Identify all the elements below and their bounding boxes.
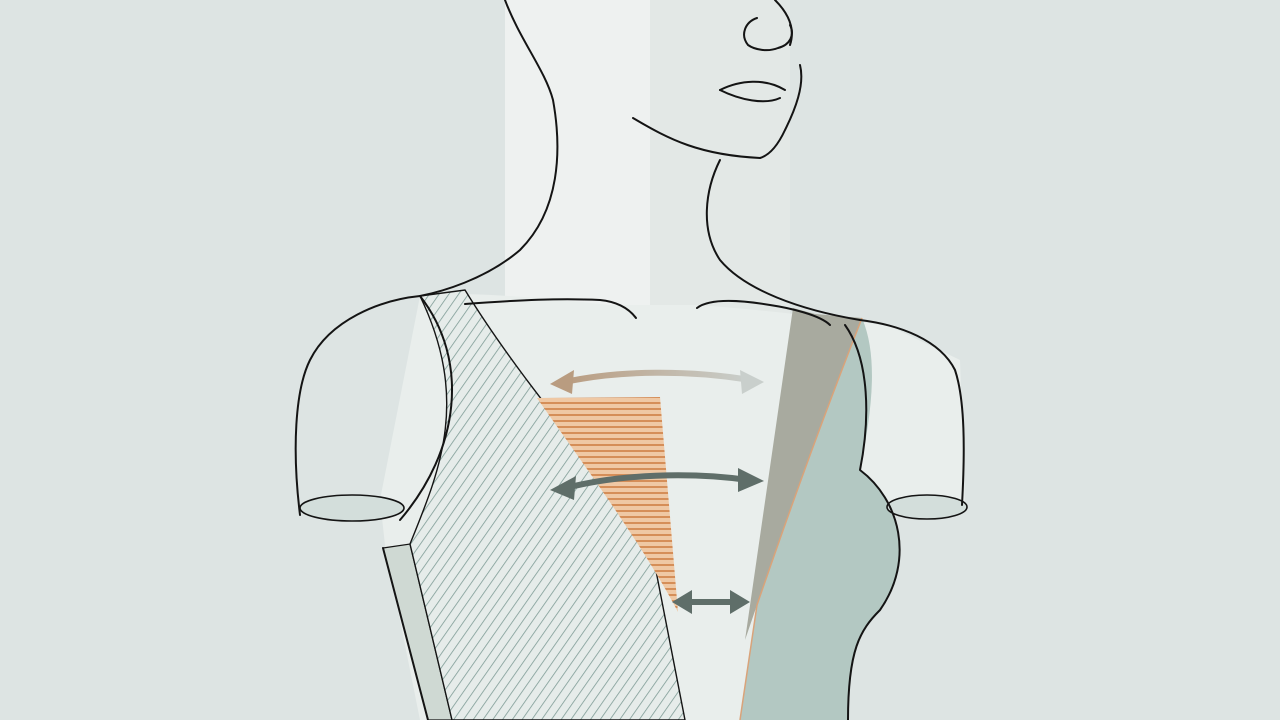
panel-edge <box>739 317 863 720</box>
middle-arrow <box>550 468 764 500</box>
middle-arrow-head-right <box>738 468 764 492</box>
right-arm-inner-line <box>844 324 901 720</box>
left-arm-inner-line <box>399 295 453 521</box>
lower-arrow-head-left <box>672 590 692 614</box>
taupe-panel <box>745 308 862 640</box>
left-collarbone-line <box>464 298 637 319</box>
upper-arrow-head-right <box>740 370 764 394</box>
nose-line <box>743 17 793 52</box>
mouth-lower-line <box>719 89 781 103</box>
upper-arrow-head-left <box>550 370 574 394</box>
upper-arrow-shaft <box>562 369 753 385</box>
right-sleeve-opening <box>886 494 968 520</box>
mouth-upper-line <box>719 80 786 91</box>
head-back-line <box>419 0 559 297</box>
middle-arrow-head-left <box>550 476 576 500</box>
orange-hatched-panel <box>537 397 678 612</box>
right-collarbone-line <box>696 299 831 326</box>
lower-arrow <box>672 590 750 614</box>
upper-arrow <box>550 369 764 394</box>
left-torso-side-line <box>382 547 429 720</box>
chin-line <box>759 64 803 159</box>
lower-arrow-head-right <box>730 590 750 614</box>
neck-front-line <box>705 159 965 506</box>
left-sleeve-opening <box>299 494 405 522</box>
green-hatched-panel <box>409 289 686 720</box>
figure-outline <box>294 0 965 720</box>
left-shoulder-line <box>294 295 421 516</box>
sage-panel <box>740 318 900 720</box>
face-profile-line <box>774 0 793 46</box>
middle-arrow-shaft <box>563 472 751 491</box>
jaw-line <box>632 117 761 159</box>
